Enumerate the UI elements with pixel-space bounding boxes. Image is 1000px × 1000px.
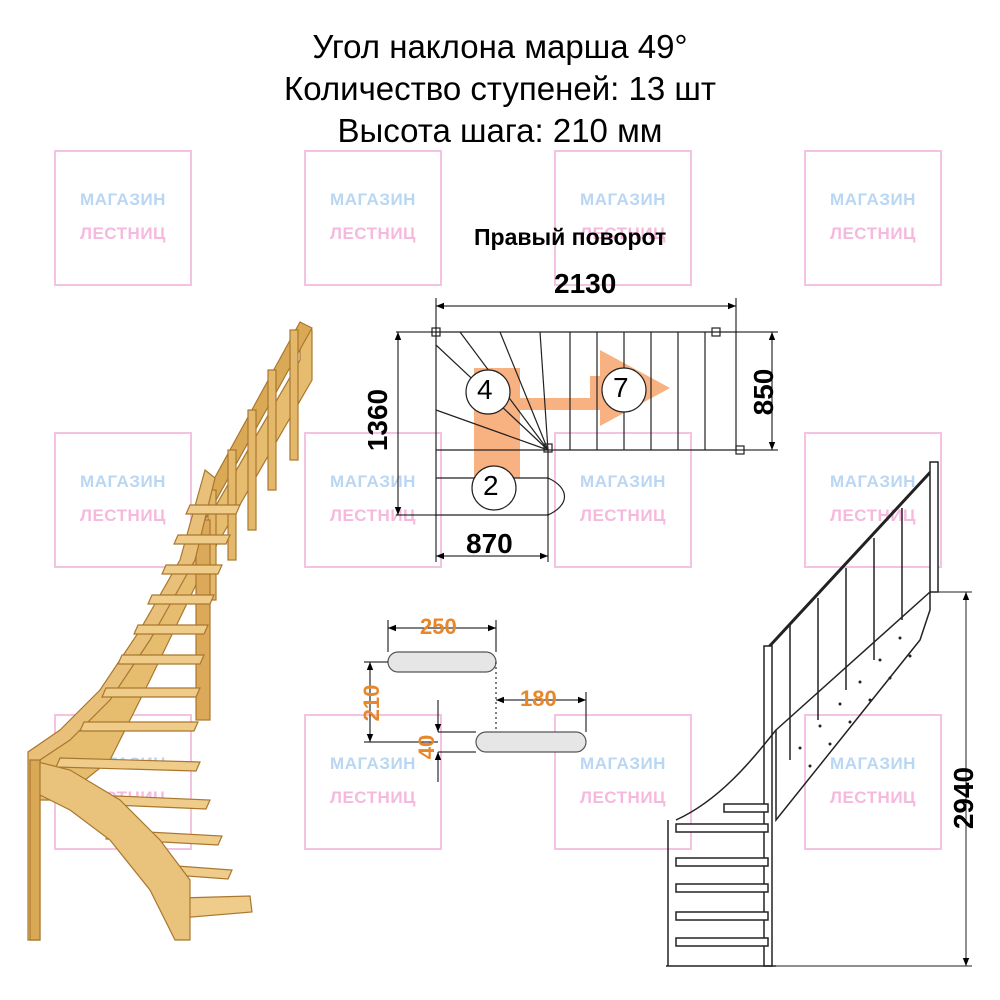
direction-arrow xyxy=(474,350,670,478)
plan-count-upper: 7 xyxy=(613,372,629,403)
header: Угол наклона марша 49° Количество ступен… xyxy=(0,26,1000,152)
stair-3d-illustration xyxy=(27,321,313,941)
plan-circle-upper xyxy=(601,367,647,413)
header-step-height: Высота шага: 210 мм xyxy=(337,112,663,149)
plan-dimensions xyxy=(394,298,778,562)
plan-circle-lower xyxy=(471,465,517,511)
dim-rise: 210 xyxy=(359,684,384,722)
step-detail xyxy=(364,620,587,782)
dim-depth-upper: 850 xyxy=(748,368,779,416)
header-angle: Угол наклона марша 49° xyxy=(312,28,688,65)
plan-title: Правый поворот xyxy=(474,224,667,250)
side-elevation xyxy=(666,461,972,967)
plan-count-turn: 4 xyxy=(477,374,493,405)
plan-circle-turn xyxy=(465,369,511,415)
dim-step-advance: 180 xyxy=(520,686,557,711)
dim-width-total: 2130 xyxy=(554,268,617,299)
dim-tread-depth: 250 xyxy=(420,614,457,639)
plan-view xyxy=(431,327,745,516)
dim-tread-thickness: 40 xyxy=(414,734,439,760)
plan-count-lower: 2 xyxy=(483,470,499,501)
dim-height-total: 2940 xyxy=(948,766,979,830)
dim-width-lower: 870 xyxy=(466,528,513,559)
dim-depth-total: 1360 xyxy=(362,388,393,452)
header-steps: Количество ступеней: 13 шт xyxy=(284,70,716,107)
